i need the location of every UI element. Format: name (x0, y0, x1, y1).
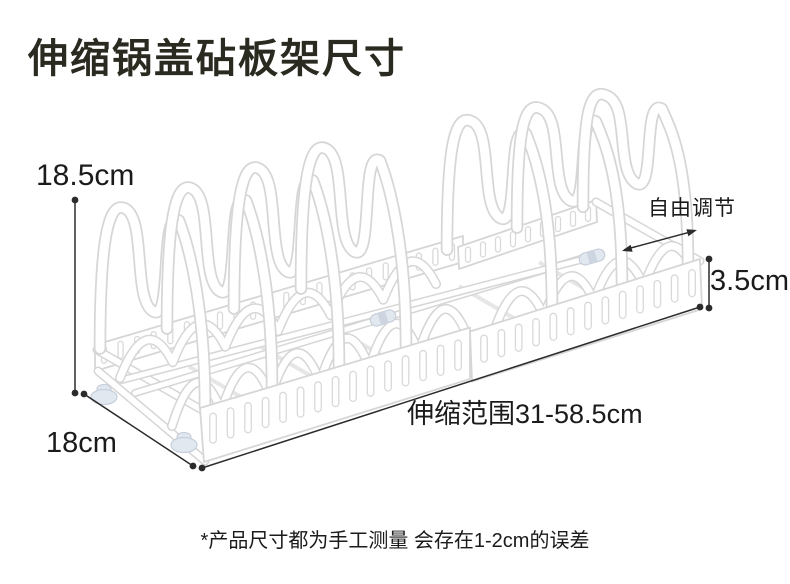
height-dimension-label: 18.5cm (36, 159, 135, 192)
divider-loops (93, 87, 695, 413)
extension-range-label: 伸缩范围31-58.5cm (407, 399, 643, 429)
rail-height-dimension-label: 3.5cm (710, 265, 789, 297)
measurement-disclaimer: *产品尺寸都为手工测量 会存在1-2cm的误差 (200, 530, 590, 552)
depth-dimension-label: 18cm (46, 427, 117, 459)
front-rails (199, 258, 703, 463)
page-title: 伸缩锅盖砧板架尺寸 (28, 37, 406, 81)
slider-clamps (369, 248, 606, 327)
free-adjust-label: 自由调节 (648, 197, 736, 220)
suction-feet (90, 383, 198, 454)
dimension-lines (71, 196, 713, 472)
